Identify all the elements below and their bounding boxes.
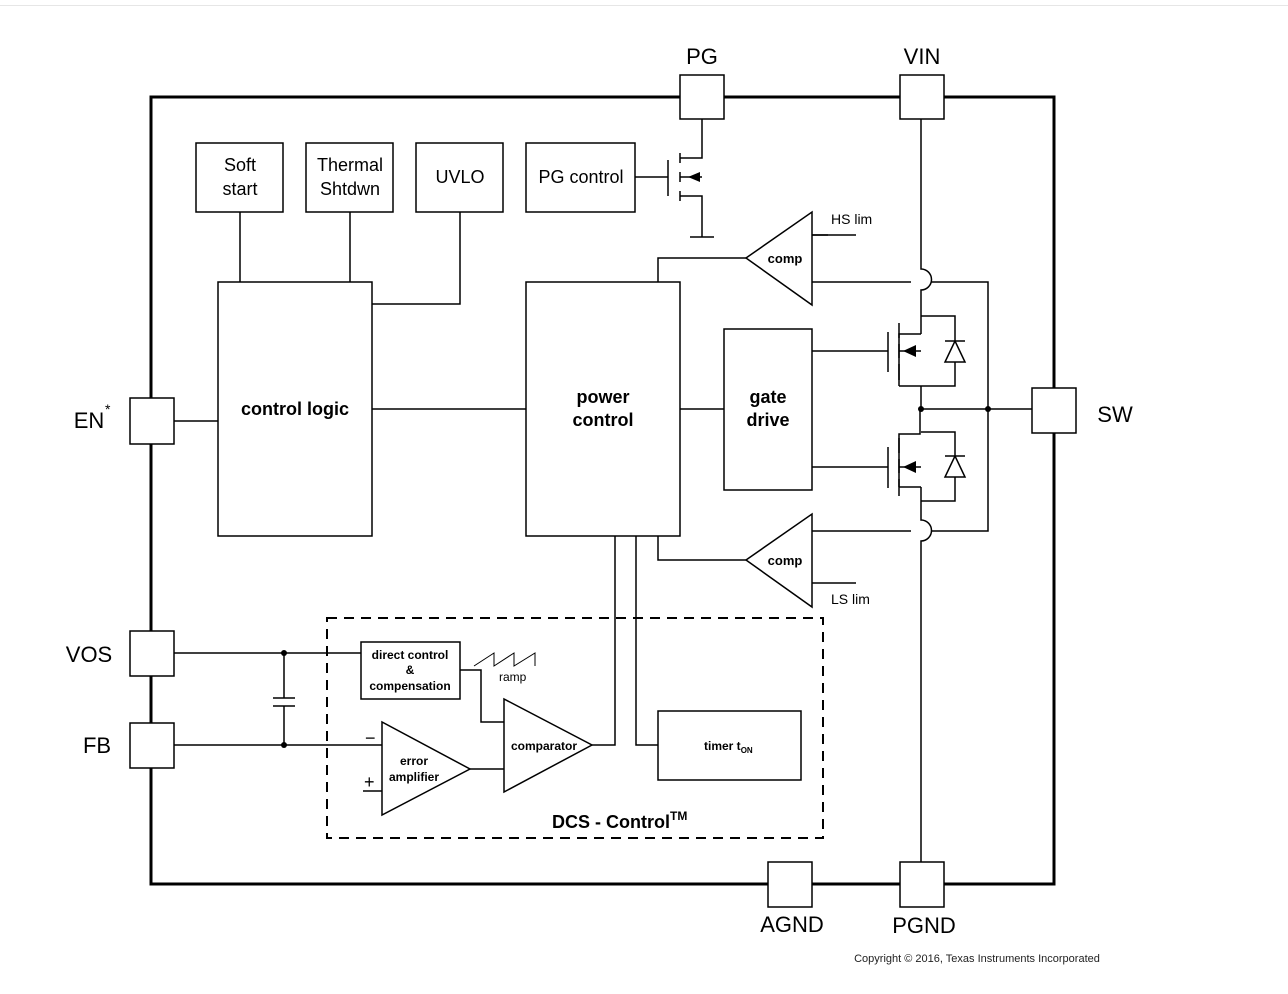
direct-control-label-2: &	[406, 663, 415, 677]
pin-fb-box	[129, 722, 175, 769]
thermal-shutdown-label-1: Thermal	[317, 155, 383, 175]
pin-pg-box	[679, 74, 725, 120]
dcs-control-region	[326, 617, 824, 839]
pin-en-label: EN	[74, 408, 105, 433]
power-control-label-1: power	[576, 387, 629, 407]
minus-sign: −	[365, 728, 376, 748]
pin-vin-label: VIN	[904, 44, 941, 69]
direct-control-label-1: direct control	[372, 648, 449, 662]
copyright-text: Copyright © 2016, Texas Instruments Inco…	[854, 953, 1100, 965]
soft-start-block	[195, 142, 284, 213]
error-amplifier-label-2: amplifier	[389, 770, 439, 784]
pin-sw-box	[1031, 387, 1077, 434]
power-control-block	[525, 281, 681, 537]
comp-bottom-label: comp	[768, 553, 803, 568]
ramp-label: ramp	[499, 670, 527, 684]
top-divider	[0, 5, 1288, 6]
timer-label: timer tON	[704, 739, 753, 755]
plus-sign: +	[364, 772, 375, 792]
error-amplifier-triangle	[381, 720, 472, 817]
power-control-label-2: control	[573, 410, 634, 430]
pin-sw-label: SW	[1097, 402, 1133, 427]
thermal-shutdown-label-2: Shtdwn	[320, 179, 380, 199]
error-amplifier-label-1: error	[400, 754, 428, 768]
comparator-label: comparator	[511, 739, 577, 753]
pin-pgnd-box	[899, 861, 945, 908]
pg-control-label: PG control	[538, 167, 623, 187]
pin-agnd-box	[767, 861, 813, 908]
dcs-control-label: DCS - ControlTM	[552, 809, 687, 832]
pin-agnd-label: AGND	[760, 912, 824, 937]
comparator-triangle	[503, 697, 594, 794]
pin-vos-box	[129, 630, 175, 677]
pin-fb-label: FB	[83, 733, 111, 758]
ls-lim-label: LS lim	[831, 591, 870, 607]
uvlo-label: UVLO	[435, 167, 484, 187]
gate-drive-label-2: drive	[746, 410, 789, 430]
hs-lim-label: HS lim	[831, 211, 872, 227]
soft-start-label-2: start	[222, 179, 257, 199]
pin-pgnd-label: PGND	[892, 913, 956, 938]
soft-start-label-1: Soft	[224, 155, 256, 175]
gate-drive-label-1: gate	[749, 387, 786, 407]
direct-control-label-3: compensation	[369, 679, 450, 693]
pin-vin-box	[899, 74, 945, 120]
pin-en-box	[129, 397, 175, 445]
chip-outline	[149, 95, 1056, 886]
control-logic-label: control logic	[241, 399, 349, 419]
comp-top-label: comp	[768, 251, 803, 266]
thermal-shutdown-block	[305, 142, 394, 213]
pin-vos-label: VOS	[66, 642, 112, 667]
pin-en-asterisk: *	[105, 401, 111, 417]
comp-top-triangle	[744, 210, 813, 307]
comp-bottom-triangle	[744, 512, 813, 609]
pin-pg-label: PG	[686, 44, 718, 69]
